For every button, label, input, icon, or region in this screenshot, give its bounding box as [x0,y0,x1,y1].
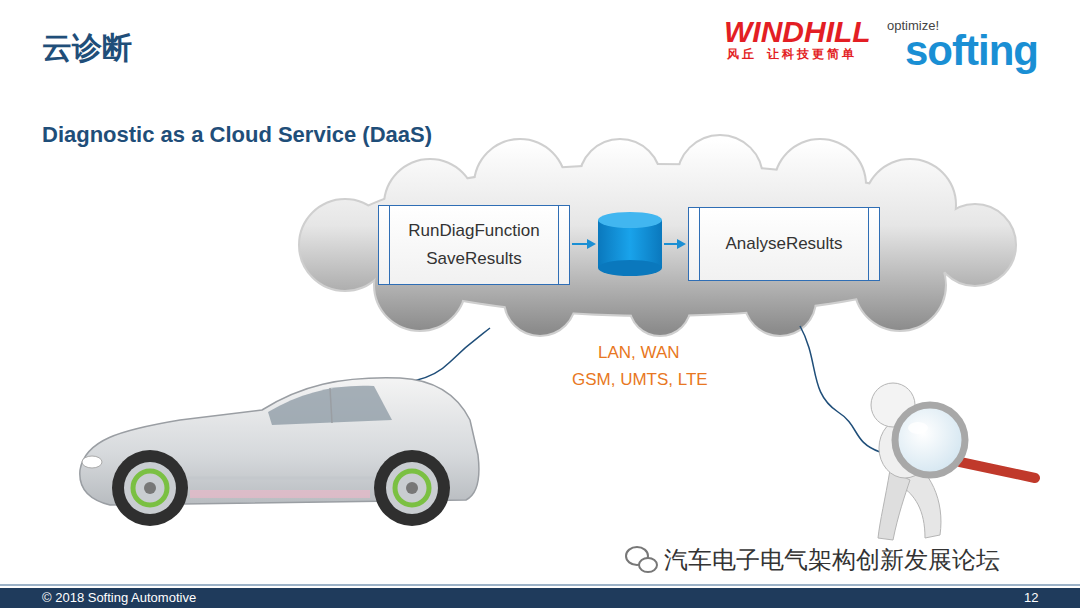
box-inner-rule [868,208,869,280]
box-text: SaveResults [426,245,521,273]
cloud [300,136,1015,335]
subtitle: Diagnostic as a Cloud Service (DaaS) [42,122,432,148]
box-inner-rule [699,208,700,280]
copyright: © 2018 Softing Automotive [42,590,196,606]
watermark: 汽车电子电气架构创新发展论坛 [664,546,1000,575]
footer-rule [0,584,1080,586]
network-label: GSM, UMTS, LTE [572,370,708,390]
wechat-icon [626,547,657,572]
car-illustration [80,378,479,526]
box-inner-rule [558,206,559,284]
page-number: 12 [1024,590,1038,606]
box-inner-rule [389,206,390,284]
process-box: RunDiagFunctionSaveResults [378,205,570,285]
cloud-outline [300,136,1015,335]
inspector-figure [871,383,1035,540]
link-wire [800,326,880,452]
network-label: LAN, WAN [598,343,680,363]
slide-title: 云诊断 [42,30,132,66]
brand-name: 风丘 [727,47,757,61]
brand-logo: WINDHILL [724,14,871,50]
brand-logo: softing [905,30,1038,72]
brand-slogan: 让科技更简单 [767,47,857,61]
link-wire [330,328,490,386]
box-text: RunDiagFunction [408,217,539,245]
database-symbol [598,212,662,276]
box-text: AnalyseResults [725,230,842,258]
process-box: AnalyseResults [688,207,880,281]
flow-arrow [572,239,686,249]
